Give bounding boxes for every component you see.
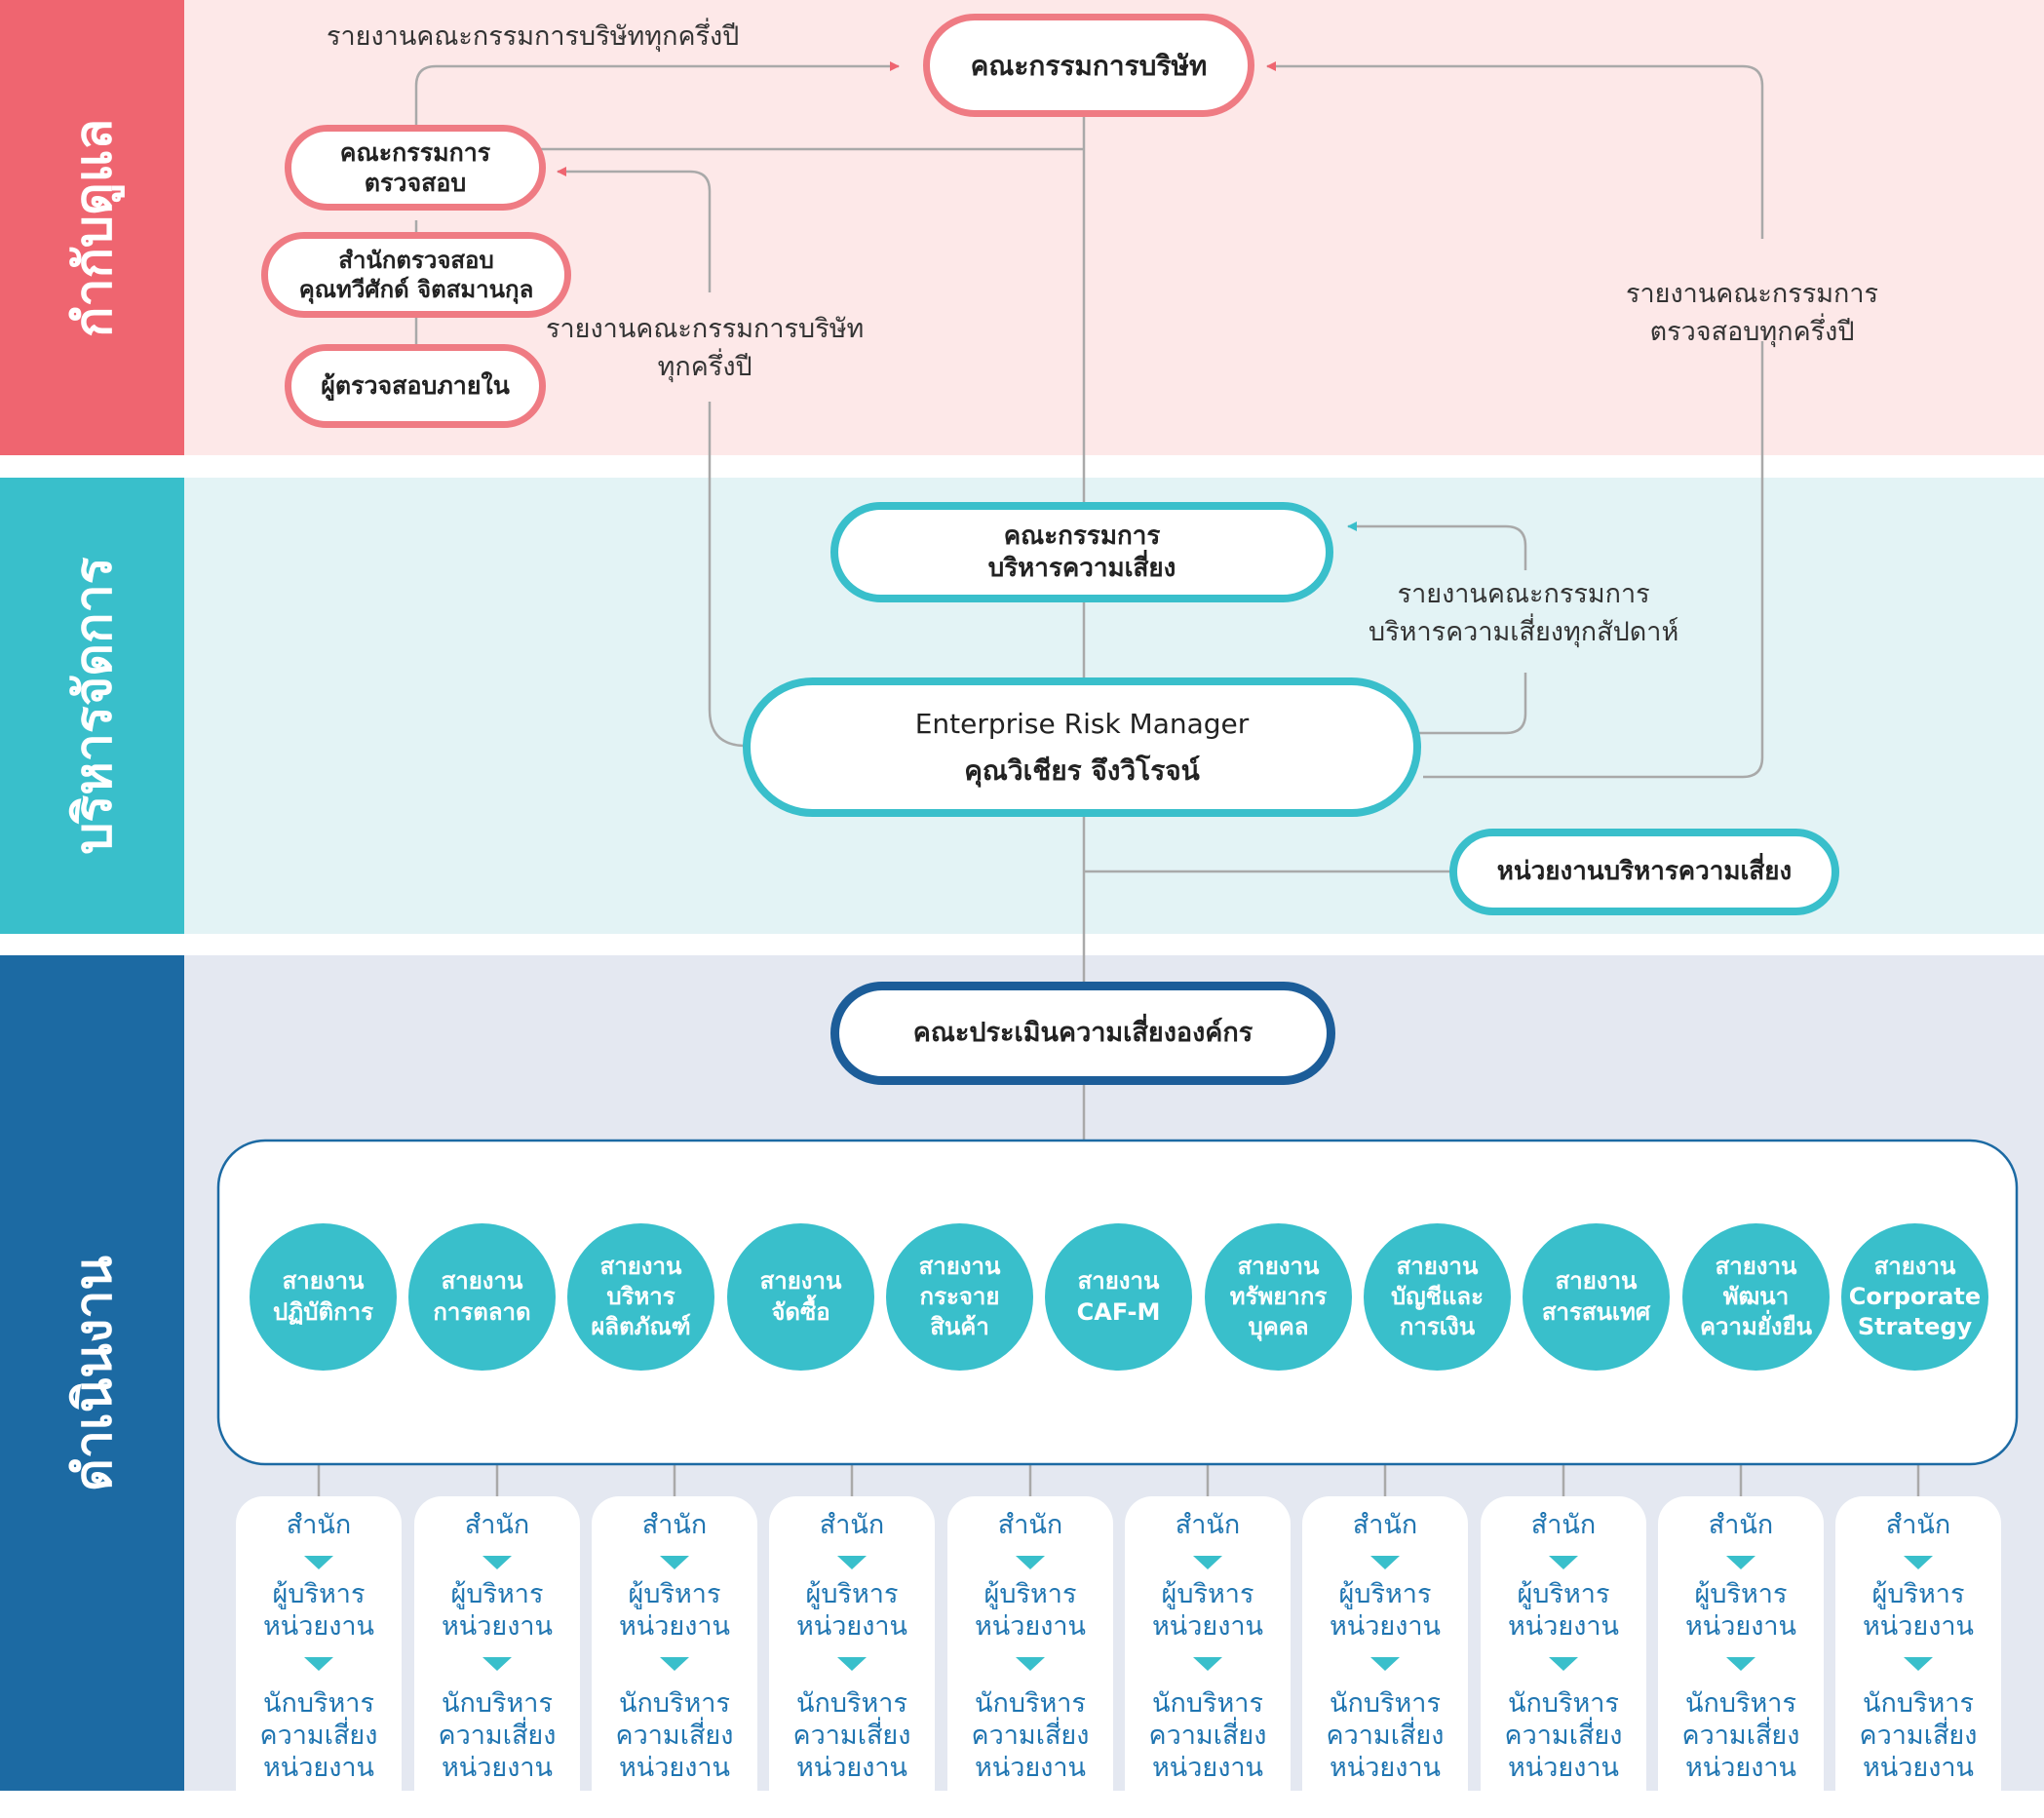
arrow-down-icon bbox=[837, 1656, 867, 1671]
unit-risk-officer-label: นักบริหารความเสี่ยงหน่วยงาน bbox=[259, 1687, 378, 1783]
division-circle: สายงานสารสนเทศ bbox=[1523, 1223, 1670, 1371]
office-label: สำนัก bbox=[819, 1510, 885, 1540]
office-label: สำนัก bbox=[641, 1510, 708, 1540]
office-label: สำนัก bbox=[997, 1510, 1063, 1540]
band-label-management: บริหารจัดการ bbox=[0, 478, 184, 934]
reporting-column: สำนักผู้บริหารหน่วยงานนักบริหารความเสี่ย… bbox=[592, 1496, 757, 1818]
unit-manager-label: ผู้บริหารหน่วยงาน bbox=[1684, 1578, 1797, 1642]
audit-office: สำนักตรวจสอบ คุณทวีศักด์ จิตสมานกุล bbox=[261, 232, 571, 318]
note-report-risk-weekly: รายงานคณะกรรมการ บริหารความเสี่ยงทุกสัปด… bbox=[1369, 579, 1679, 648]
arrow-down-icon bbox=[660, 1555, 689, 1569]
internal-auditor: ผู้ตรวจสอบภายใน bbox=[285, 344, 546, 428]
note-report-board-mid: รายงานคณะกรรมการบริษัท ทุกครึ่งปี bbox=[546, 314, 865, 383]
reporting-column: สำนักผู้บริหารหน่วยงานนักบริหารความเสี่ย… bbox=[947, 1496, 1113, 1818]
unit-manager-label: ผู้บริหารหน่วยงาน bbox=[618, 1578, 731, 1642]
unit-risk-officer-label: นักบริหารความเสี่ยงหน่วยงาน bbox=[1859, 1687, 1978, 1783]
note-report-audit-half-year: รายงานคณะกรรมการ ตรวจสอบทุกครึ่งปี bbox=[1626, 279, 1879, 348]
arrow-down-icon bbox=[304, 1555, 333, 1569]
office-label: สำนัก bbox=[1885, 1510, 1951, 1540]
arrow-down-icon bbox=[1370, 1555, 1400, 1569]
band-label-governance: กำกับดูแล bbox=[0, 0, 184, 455]
division-circle: สายงานกระจายสินค้า bbox=[886, 1223, 1033, 1371]
unit-risk-officer-label: นักบริหารความเสี่ยงหน่วยงาน bbox=[1681, 1687, 1800, 1783]
unit-risk-officer-label: นักบริหารความเสี่ยงหน่วยงาน bbox=[615, 1687, 734, 1783]
arrow-down-icon bbox=[1726, 1656, 1755, 1671]
arrow-down-icon bbox=[660, 1656, 689, 1671]
reporting-column: สำนักผู้บริหารหน่วยงานนักบริหารความเสี่ย… bbox=[414, 1496, 580, 1818]
arrow-down-icon bbox=[1016, 1656, 1045, 1671]
unit-risk-officer-label: นักบริหารความเสี่ยงหน่วยงาน bbox=[971, 1687, 1090, 1783]
arrow-down-icon bbox=[1193, 1555, 1222, 1569]
unit-risk-officer-label: นักบริหารความเสี่ยงหน่วยงาน bbox=[792, 1687, 911, 1783]
reporting-column: สำนักผู้บริหารหน่วยงานนักบริหารความเสี่ย… bbox=[236, 1496, 402, 1818]
reporting-column: สำนักผู้บริหารหน่วยงานนักบริหารความเสี่ย… bbox=[1481, 1496, 1646, 1818]
arrow-down-icon bbox=[482, 1555, 512, 1569]
enterprise-risk-manager: Enterprise Risk Manager คุณวิเชียร จึงวิ… bbox=[743, 677, 1421, 817]
unit-manager-label: ผู้บริหารหน่วยงาน bbox=[1862, 1578, 1975, 1642]
risk-management-committee: คณะกรรมการ บริหารความเสี่ยง bbox=[830, 502, 1333, 602]
reporting-column: สำนักผู้บริหารหน่วยงานนักบริหารความเสี่ย… bbox=[1658, 1496, 1824, 1818]
office-label: สำนัก bbox=[1708, 1510, 1774, 1540]
unit-manager-label: ผู้บริหารหน่วยงาน bbox=[1507, 1578, 1620, 1642]
arrow-down-icon bbox=[1016, 1555, 1045, 1569]
unit-manager-label: ผู้บริหารหน่วยงาน bbox=[795, 1578, 908, 1642]
board-of-directors: คณะกรรมการบริษัท bbox=[923, 14, 1254, 117]
arrow-down-icon bbox=[1370, 1656, 1400, 1671]
note-report-board-half-year: รายงานคณะกรรมการบริษัททุกครึ่งปี bbox=[327, 21, 740, 52]
office-label: สำนัก bbox=[464, 1510, 530, 1540]
unit-risk-officer-label: นักบริหารความเสี่ยงหน่วยงาน bbox=[1504, 1687, 1623, 1783]
reporting-column: สำนักผู้บริหารหน่วยงานนักบริหารความเสี่ย… bbox=[1835, 1496, 2001, 1818]
office-label: สำนัก bbox=[1352, 1510, 1418, 1540]
division-circle: สายงานการตลาด bbox=[408, 1223, 556, 1371]
arrow-down-icon bbox=[1904, 1656, 1933, 1671]
unit-manager-label: ผู้บริหารหน่วยงาน bbox=[1329, 1578, 1442, 1642]
unit-manager-label: ผู้บริหารหน่วยงาน bbox=[974, 1578, 1087, 1642]
unit-manager-label: ผู้บริหารหน่วยงาน bbox=[262, 1578, 375, 1642]
unit-risk-officer-label: นักบริหารความเสี่ยงหน่วยงาน bbox=[438, 1687, 557, 1783]
arrow-down-icon bbox=[482, 1656, 512, 1671]
division-circle: สายงานบริหารผลิตภัณฑ์ bbox=[567, 1223, 714, 1371]
division-circle: สายงานทรัพยากรบุคคล bbox=[1205, 1223, 1352, 1371]
unit-risk-officer-label: นักบริหารความเสี่ยงหน่วยงาน bbox=[1326, 1687, 1445, 1783]
unit-manager-label: ผู้บริหารหน่วยงาน bbox=[441, 1578, 554, 1642]
band-label-operations: ดำเนินงาน bbox=[0, 955, 184, 1791]
corporate-risk-assessment-team: คณะประเมินความเสี่ยงองค์กร bbox=[830, 982, 1335, 1085]
audit-committee: คณะกรรมการ ตรวจสอบ bbox=[285, 125, 546, 211]
unit-manager-label: ผู้บริหารหน่วยงาน bbox=[1151, 1578, 1264, 1642]
division-circle: สายงานจัดซื้อ bbox=[727, 1223, 874, 1371]
unit-risk-officer-label: นักบริหารความเสี่ยงหน่วยงาน bbox=[1148, 1687, 1267, 1783]
arrow-down-icon bbox=[1904, 1555, 1933, 1569]
arrow-down-icon bbox=[1549, 1555, 1578, 1569]
arrow-down-icon bbox=[837, 1555, 867, 1569]
arrow-down-icon bbox=[1726, 1555, 1755, 1569]
reporting-column: สำนักผู้บริหารหน่วยงานนักบริหารความเสี่ย… bbox=[769, 1496, 935, 1818]
reporting-column: สำนักผู้บริหารหน่วยงานนักบริหารความเสี่ย… bbox=[1125, 1496, 1291, 1818]
division-circle: สายงานพัฒนาความยั่งยืน bbox=[1682, 1223, 1830, 1371]
office-label: สำนัก bbox=[286, 1510, 352, 1540]
reporting-column: สำนักผู้บริหารหน่วยงานนักบริหารความเสี่ย… bbox=[1302, 1496, 1468, 1818]
division-circle: สายงานปฏิบัติการ bbox=[250, 1223, 397, 1371]
arrow-down-icon bbox=[1549, 1656, 1578, 1671]
office-label: สำนัก bbox=[1530, 1510, 1597, 1540]
risk-management-unit: หน่วยงานบริหารความเสี่ยง bbox=[1449, 829, 1839, 915]
division-circle: สายงานบัญชีและการเงิน bbox=[1364, 1223, 1511, 1371]
arrow-down-icon bbox=[304, 1656, 333, 1671]
arrow-down-icon bbox=[1193, 1656, 1222, 1671]
office-label: สำนัก bbox=[1175, 1510, 1241, 1540]
